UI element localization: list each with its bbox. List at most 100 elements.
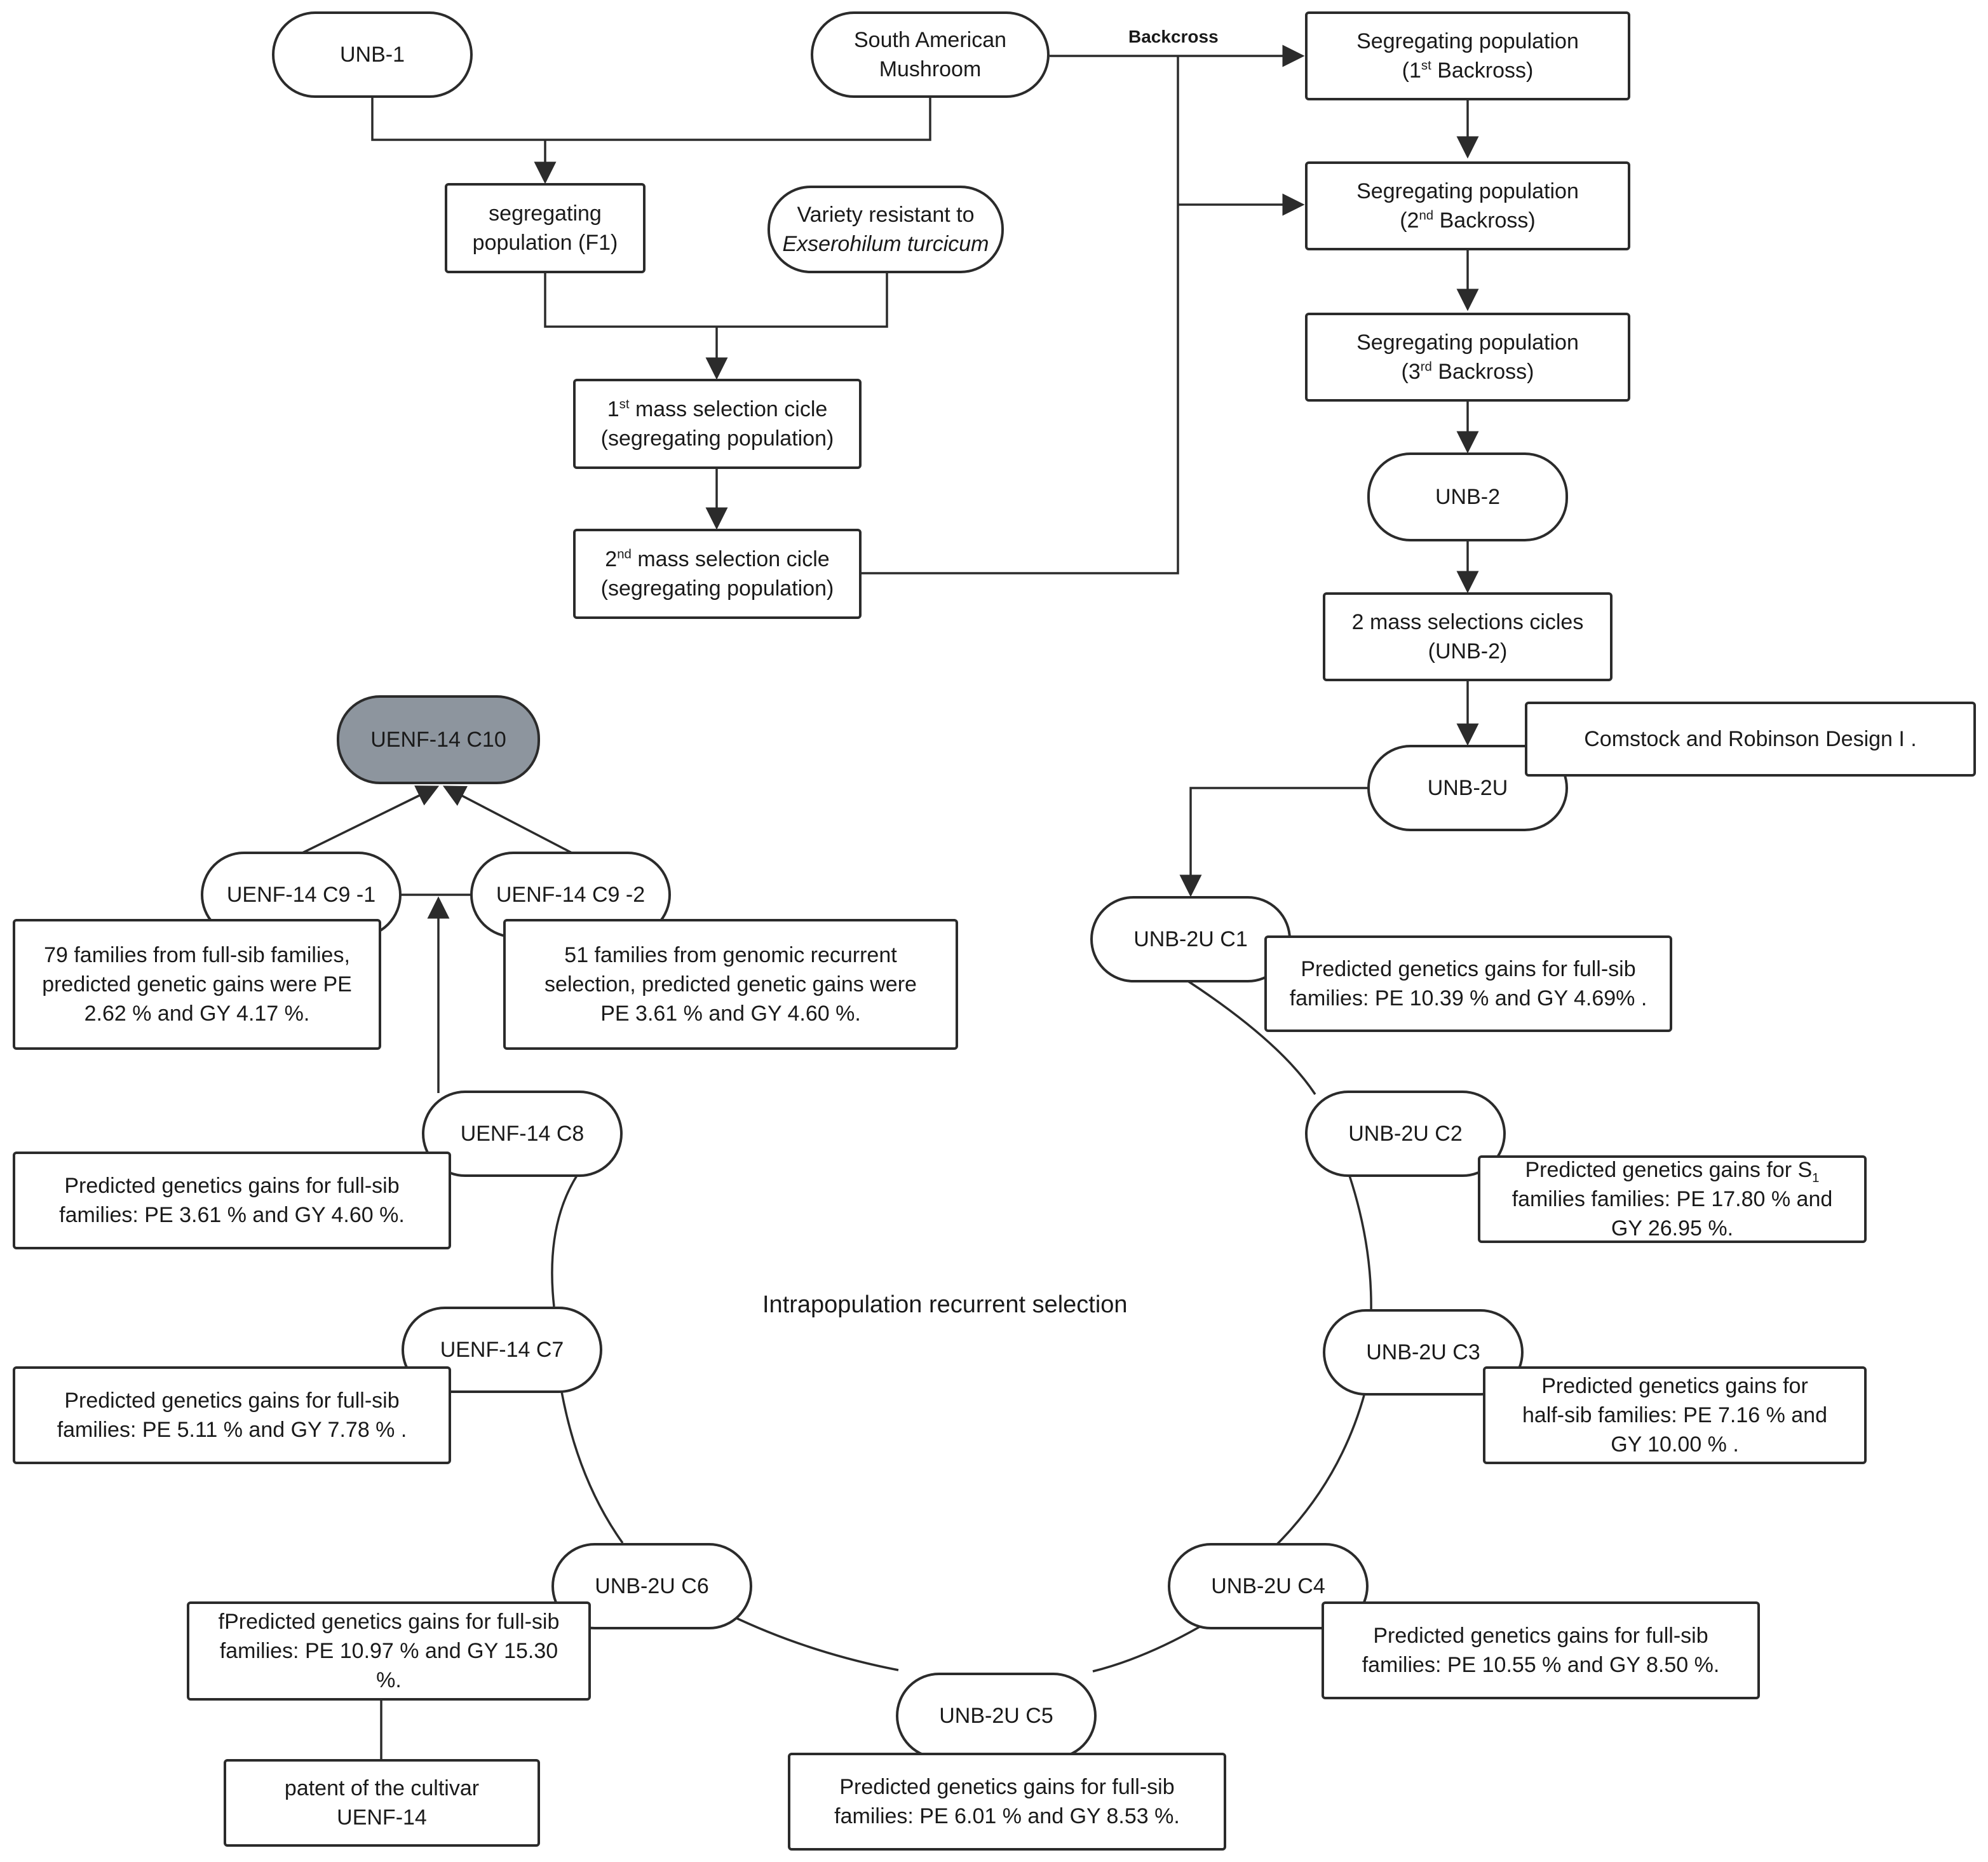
node-c9a-label: UENF-14 C9 -1: [226, 883, 376, 907]
edge-c5-to-c6: [727, 1613, 899, 1671]
edge-c3-to-c4: [1275, 1392, 1366, 1547]
node-c8-label: UENF-14 C8: [460, 1122, 585, 1146]
node-unb2: UNB-2: [1367, 452, 1568, 541]
patent-line1: patent of the cultivar: [284, 1776, 480, 1800]
node-unb2u-c1: UNB-2U C1: [1090, 896, 1291, 982]
gains-c9a-text: 79 families from full-sib families, pred…: [42, 941, 352, 1028]
gains-c4-text: Predicted genetics gains for full-sib fa…: [1362, 1621, 1720, 1680]
gains-c5-text: Predicted genetics gains for full-sib fa…: [834, 1772, 1180, 1831]
gains-c9b-line1: 51 families from genomic recurrent: [564, 943, 897, 967]
gains-c6-text: fPredicted genetics gains for full-sib f…: [219, 1607, 560, 1695]
gains-c3: Predicted genetics gains for half-sib fa…: [1483, 1366, 1867, 1464]
edge-c6-to-c7: [560, 1391, 624, 1544]
gains-c7: Predicted genetics gains for full-sib fa…: [13, 1366, 451, 1464]
node-comstock-design: Comstock and Robinson Design I .: [1525, 702, 1976, 777]
node-bc3-text: Segregating population (3rd Backross): [1356, 328, 1579, 386]
node-bc3-line2: (3rd Backross): [1356, 357, 1579, 386]
node-resistant-text: Variety resistant to Exserohilum turcicu…: [783, 200, 989, 259]
node-mass1-rest: mass selection cicle: [629, 397, 828, 421]
node-twomass-line1: 2 mass selections cicles: [1351, 610, 1584, 634]
node-c9b-label: UENF-14 C9 -2: [496, 883, 646, 907]
node-unb1-label: UNB-1: [339, 43, 405, 67]
gains-c3-text: Predicted genetics gains for half-sib fa…: [1522, 1371, 1827, 1459]
edge-c4-to-c5: [1092, 1626, 1200, 1673]
node-bc2-line1: Segregating population: [1356, 179, 1579, 203]
gains-c2-pre: Predicted genetics gains for S: [1525, 1158, 1813, 1182]
edge-c9a-to-c10: [302, 785, 440, 854]
node-two-mass-selections: 2 mass selections cicles (UNB-2): [1323, 592, 1613, 681]
node-backcross-2: Segregating population (2nd Backross): [1305, 161, 1630, 250]
node-south-american-mushroom: South American Mushroom: [811, 11, 1050, 98]
edge-mass2-to-bc2: [860, 56, 1179, 574]
gains-c9b-text: 51 families from genomic recurrent selec…: [544, 941, 917, 1028]
gains-c9a-line1: 79 families from full-sib families,: [44, 943, 350, 967]
gains-c6: fPredicted genetics gains for full-sib f…: [187, 1601, 591, 1701]
gains-c9-1: 79 families from full-sib families, pred…: [13, 919, 381, 1050]
node-sam-text: South American Mushroom: [854, 25, 1006, 84]
gains-c3-line2: half-sib families: PE 7.16 % and: [1522, 1403, 1828, 1427]
node-mass2-line2: (segregating population): [600, 576, 834, 601]
gains-c2-text: Predicted genetics gains for S1 families…: [1512, 1155, 1833, 1243]
node-unb2u-c5: UNB-2U C5: [896, 1673, 1097, 1759]
label-backcross: Backcross: [1128, 27, 1219, 46]
gains-c5-line2: families: PE 6.01 % and GY 8.53 %.: [834, 1804, 1180, 1828]
node-bc2-line2: (2nd Backross): [1356, 206, 1579, 235]
gains-c2-line3: GY 26.95 %.: [1611, 1216, 1734, 1240]
node-c2-label: UNB-2U C2: [1348, 1122, 1463, 1146]
node-bc1-line1: Segregating population: [1356, 29, 1579, 53]
node-bc2-rest: Backross): [1433, 208, 1536, 233]
node-sam-line1: South American: [853, 28, 1007, 52]
node-c10-label: UENF-14 C10: [370, 728, 506, 752]
gains-c9a-line2: predicted genetic gains were PE: [42, 972, 352, 996]
gains-c7-text: Predicted genetics gains for full-sib fa…: [57, 1386, 407, 1444]
node-f1-line1: segregating: [489, 201, 602, 226]
node-bc2-open: (2: [1400, 208, 1419, 233]
node-bc1-open: (1: [1402, 58, 1421, 83]
node-unb2u-c6: UNB-2U C6: [551, 1543, 752, 1629]
node-c5-label: UNB-2U C5: [939, 1704, 1053, 1728]
gains-c9-2: 51 families from genomic recurrent selec…: [503, 919, 958, 1050]
node-backcross-1: Segregating population (1st Backross): [1305, 11, 1630, 100]
gains-c7-line1: Predicted genetics gains for full-sib: [64, 1389, 400, 1413]
node-bc3-open: (3: [1401, 360, 1421, 384]
gains-c7-line2: families: PE 5.11 % and GY 7.78 % .: [57, 1418, 407, 1442]
gains-c8-line1: Predicted genetics gains for full-sib: [64, 1174, 400, 1198]
node-resistant-variety: Variety resistant to Exserohilum turcicu…: [767, 186, 1004, 273]
edge-c2-to-c3: [1348, 1175, 1372, 1314]
node-bc3-sup: rd: [1420, 360, 1432, 374]
node-f1: segregating population (F1): [445, 183, 646, 273]
gains-c6-line3: %.: [376, 1668, 402, 1692]
node-twomass-line2: (UNB-2): [1428, 639, 1508, 663]
gains-c1-text: Predicted genetics gains for full-sib fa…: [1290, 955, 1647, 1013]
node-unb1: UNB-1: [272, 11, 473, 98]
gains-c9b-line2: selection, predicted genetic gains were: [544, 972, 917, 996]
node-bc3-rest: Backross): [1431, 360, 1534, 384]
edge-unb2u-to-c1: [1179, 787, 1369, 897]
gains-c8-line2: families: PE 3.61 % and GY 4.60 %.: [59, 1203, 405, 1227]
node-uenf14-c10: UENF-14 C10: [337, 695, 540, 784]
gains-c6-line1: fPredicted genetics gains for full-sib: [218, 1610, 560, 1634]
node-bc1-sup: st: [1421, 58, 1431, 73]
edge-c1-to-c2: [1187, 980, 1316, 1095]
node-unb2u-label: UNB-2U: [1427, 776, 1508, 800]
node-bc1-text: Segregating population (1st Backross): [1356, 27, 1579, 85]
node-resistant-line1: Variety resistant to: [797, 203, 975, 227]
gains-c2-sub: 1: [1812, 1171, 1820, 1185]
node-mass1-sup: st: [619, 397, 630, 412]
node-c7-label: UENF-14 C7: [440, 1338, 564, 1362]
gains-c9b-line3: PE 3.61 % and GY 4.60 %.: [600, 1002, 861, 1026]
node-mass2-text: 2nd mass selection cicle (segregating po…: [601, 545, 834, 603]
node-c6-label: UNB-2U C6: [595, 1574, 709, 1598]
node-resistant-line2: Exserohilum turcicum: [782, 232, 989, 256]
node-f1-text: segregating population (F1): [473, 199, 618, 257]
node-mass2-sup: nd: [617, 547, 632, 562]
node-unb2-label: UNB-2: [1435, 485, 1501, 509]
node-c3-label: UNB-2U C3: [1366, 1340, 1480, 1364]
node-mass-selection-2: 2nd mass selection cicle (segregating po…: [573, 529, 862, 619]
gains-c4: Predicted genetics gains for full-sib fa…: [1322, 1601, 1760, 1699]
edge-c7-to-c8: [551, 1175, 578, 1307]
node-twomass-text: 2 mass selections cicles (UNB-2): [1352, 608, 1584, 666]
node-sam-line2: Mushroom: [879, 57, 982, 81]
node-unb2u: UNB-2U: [1367, 745, 1568, 831]
node-mass1-line2: (segregating population): [600, 426, 834, 451]
